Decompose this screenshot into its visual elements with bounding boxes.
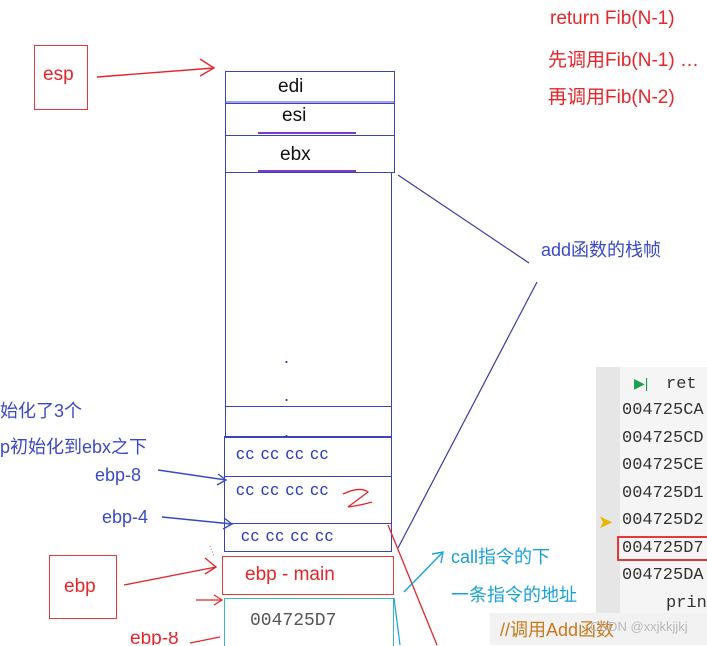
stack-cell-cc-1: cc cc cc cc	[224, 436, 392, 477]
asm-comment-text: //调用Add函数	[500, 620, 615, 640]
stack-cell-return-address: 004725D7	[224, 598, 394, 646]
call-note-arrowhead	[431, 551, 444, 564]
ebp-dotted-mark	[209, 545, 215, 557]
disassembly-gutter	[596, 367, 620, 615]
ebp-partial-arrow	[189, 636, 221, 644]
ebp-minus-8-arrow	[157, 469, 227, 481]
note-call-fib-n1: 先调用Fib(N-1) …	[548, 50, 699, 71]
stack-frame-body	[225, 172, 392, 408]
ebp-minus-4-arrow	[161, 516, 233, 525]
current-instruction-arrow-icon: ➤	[598, 512, 614, 532]
left-note-line-2: p初始化到ebx之下	[0, 437, 148, 457]
asm-line-5: 004725D2	[622, 511, 704, 530]
asm-line-7: 004725DA	[622, 566, 704, 585]
red-scribble-mark	[342, 488, 373, 508]
asm-line-6: 004725D7	[622, 539, 704, 558]
call-note-arrow	[403, 551, 444, 593]
stack-dot-2: .	[284, 385, 290, 405]
ebp-label: ebp	[64, 576, 96, 597]
ebp-main-arrowhead	[213, 594, 224, 606]
highlighted-instruction-box	[617, 536, 707, 561]
esp-label: esp	[43, 64, 74, 85]
esp-arrowhead	[199, 58, 216, 77]
asm-line-1: 004725CA	[622, 401, 704, 420]
ebp-minus-8-arrowhead	[216, 473, 228, 486]
asm-line-3: 004725CE	[622, 456, 704, 475]
return-address-line	[393, 597, 401, 645]
stack-cell-cc-3: cc cc cc cc	[224, 523, 392, 552]
esp-box: esp	[34, 45, 88, 110]
stack-cell-ebp-main: ebp - main	[222, 556, 394, 595]
red-diagonal-line	[387, 524, 438, 645]
cc-row-3: cc cc cc cc	[241, 526, 335, 545]
ebp-minus-8-label: ebp-8	[95, 465, 142, 485]
stack-cell-empty	[225, 406, 392, 438]
asm-line-2: 004725CD	[622, 429, 704, 448]
run-to-cursor-icon[interactable]: ▶|	[634, 375, 649, 391]
add-frame-label: add函数的栈帧	[541, 240, 662, 260]
stack-esi-label: esi	[282, 105, 307, 126]
left-note-line-1: 始化了3个	[0, 401, 83, 421]
asm-print: prin	[666, 594, 707, 613]
add-frame-brace-top	[397, 174, 530, 264]
ebp-arrowhead	[204, 557, 218, 575]
esp-arrow	[96, 67, 215, 78]
return-address-value: 004725D7	[250, 611, 337, 631]
asm-line-4: 004725D1	[622, 484, 704, 503]
cc-row-2: cc cc cc cc	[236, 480, 330, 499]
watermark: CSDN @xxjkkjjkj	[590, 619, 688, 634]
ebp-main-label: ebp - main	[245, 564, 335, 585]
ebp-minus-4-arrowhead	[222, 517, 234, 530]
note-call-fib-n2: 再调用Fib(N-2)	[548, 87, 675, 108]
ebp-partial-label: ebp-8	[130, 632, 179, 645]
cc-row-1: cc cc cc cc	[236, 444, 330, 463]
stack-ebx-label: ebx	[280, 144, 311, 165]
ebp-box: ebp	[49, 555, 117, 619]
disassembly-panel[interactable]: ▶| ret 004725CA 004725CD 004725CE 004725…	[596, 367, 707, 615]
call-note-line-1: call指令的下	[451, 547, 551, 567]
asm-ret: ret	[666, 375, 697, 394]
ebp-arrow	[123, 566, 217, 586]
add-frame-brace-bottom	[397, 281, 538, 549]
asm-comment: //调用Add函数	[490, 613, 707, 645]
call-note-line-2: 一条指令的地址	[451, 585, 577, 605]
ebp-minus-4-label: ebp-4	[102, 507, 149, 527]
stack-dot-3: .	[284, 421, 290, 441]
stack-edi-label: edi	[278, 76, 304, 97]
note-return-fib: return Fib(N-1)	[550, 8, 675, 29]
stack-dot-1: .	[284, 347, 290, 367]
